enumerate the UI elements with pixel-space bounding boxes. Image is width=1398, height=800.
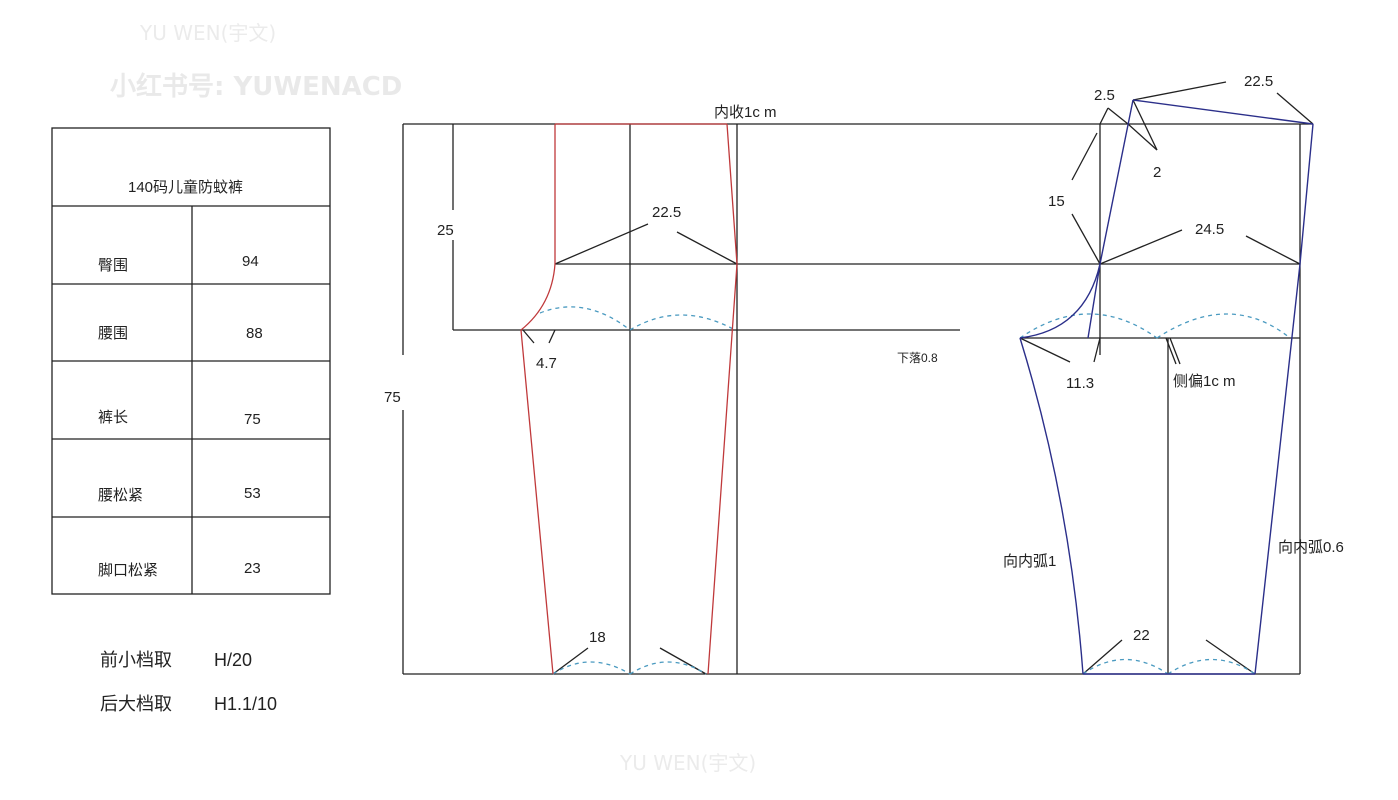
back-hem-label: 22 [1133, 627, 1150, 644]
front-rise-label: 25 [437, 222, 454, 239]
side-curve-label: 向内弧0.6 [1278, 539, 1344, 556]
front-hip-label: 22.5 [652, 204, 681, 221]
watermarks: YU WEN(宇文) 小红书号: YUWENACD YU WEN(宇文) [110, 21, 756, 775]
table-row-value: 23 [244, 560, 261, 577]
back-piece-outline [1019, 99, 1314, 675]
table-row-value: 75 [244, 411, 261, 428]
note-value: H/20 [214, 650, 252, 670]
side-offset-label: 侧偏1c m [1173, 373, 1236, 390]
front-waist-note: 内收1c m [714, 104, 777, 121]
table-row-label: 腰松紧 [98, 487, 143, 504]
back-dart-label: 2 [1153, 164, 1161, 181]
table-row-value: 88 [246, 325, 263, 342]
table-row-label: 腰围 [98, 325, 128, 342]
back-rise-label: 15 [1048, 193, 1065, 210]
size-table [51, 127, 331, 595]
note-label: 前小档取 [100, 650, 172, 670]
drop-label: 下落0.8 [897, 351, 938, 365]
table-row-label: 脚口松紧 [98, 562, 158, 579]
table-title: 140码儿童防蚊裤 [128, 178, 243, 196]
table-row-label: 臀围 [98, 257, 128, 274]
front-piece-outline [520, 123, 738, 675]
watermark: YU WEN(宇文) [619, 751, 756, 775]
front-crotch-label: 4.7 [536, 355, 557, 372]
watermark: 小红书号: YUWENACD [110, 71, 402, 102]
table-row-value: 94 [242, 253, 259, 270]
front-hem-label: 18 [589, 629, 606, 646]
table-row-value: 53 [244, 485, 261, 502]
note-value: H1.1/10 [214, 694, 277, 714]
back-waist-label: 22.5 [1244, 73, 1273, 90]
back-raise-label: 2.5 [1094, 87, 1115, 104]
back-crotch-label: 11.3 [1066, 375, 1094, 392]
front-length-label: 75 [384, 389, 401, 406]
watermark: YU WEN(宇文) [139, 21, 276, 45]
guide-lines [402, 81, 1314, 675]
dashed-arcs [539, 306, 1291, 675]
table-row-label: 裤长 [98, 409, 128, 426]
back-hip-label: 24.5 [1195, 221, 1224, 238]
note-label: 后大档取 [100, 694, 172, 714]
inseam-curve-label: 向内弧1 [1003, 553, 1056, 570]
